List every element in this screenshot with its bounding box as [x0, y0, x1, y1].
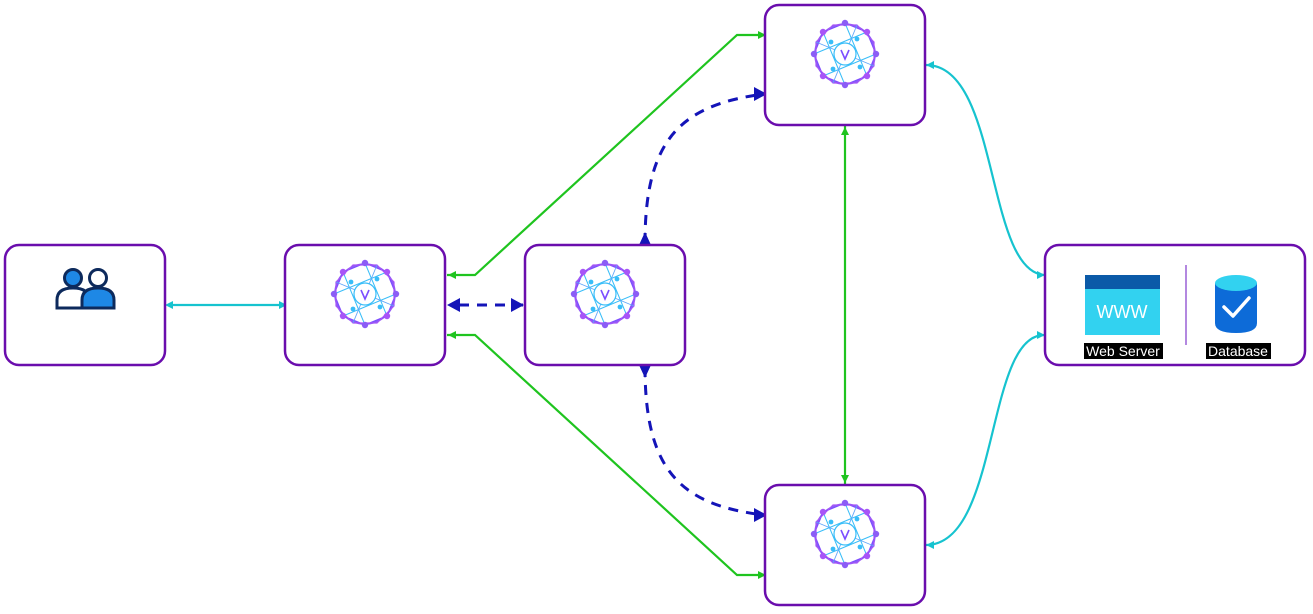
edge-node-a-to-top — [447, 33, 765, 277]
marker — [639, 365, 651, 378]
marker — [447, 298, 460, 312]
marker — [279, 301, 287, 309]
marker — [448, 271, 456, 279]
node-a[interactable] — [283, 243, 447, 367]
marker — [926, 61, 934, 69]
database-label: Database — [1208, 343, 1268, 359]
node-top[interactable] — [763, 3, 927, 127]
users-icon — [55, 268, 116, 310]
edge-top-to-services — [925, 63, 1045, 277]
marker — [165, 301, 173, 309]
node-services[interactable]: WWW Web Server Database — [1043, 243, 1307, 367]
marker — [758, 571, 766, 579]
node-bottom[interactable] — [763, 483, 927, 607]
edge-center-to-bottom — [643, 366, 765, 517]
edge-center-to-top — [643, 92, 765, 244]
edges — [168, 33, 1045, 577]
marker — [1037, 271, 1045, 279]
marker — [754, 87, 767, 101]
marker — [1037, 331, 1045, 339]
marker — [511, 298, 524, 312]
edge-bottom-to-services — [925, 333, 1045, 547]
marker — [841, 127, 849, 135]
marker — [448, 331, 456, 339]
svg-text:WWW: WWW — [1097, 302, 1148, 322]
node-center[interactable] — [523, 243, 687, 367]
edge-node-a-to-bottom — [447, 333, 765, 577]
marker — [639, 232, 651, 245]
marker — [754, 508, 767, 522]
edge-markers — [165, 31, 1045, 579]
marker — [758, 31, 766, 39]
web-server-label: Web Server — [1086, 343, 1160, 359]
database-icon — [1215, 275, 1257, 333]
marker — [926, 541, 934, 549]
web-server-icon: WWW — [1085, 275, 1160, 335]
node-users[interactable] — [3, 243, 167, 367]
marker — [841, 475, 849, 483]
